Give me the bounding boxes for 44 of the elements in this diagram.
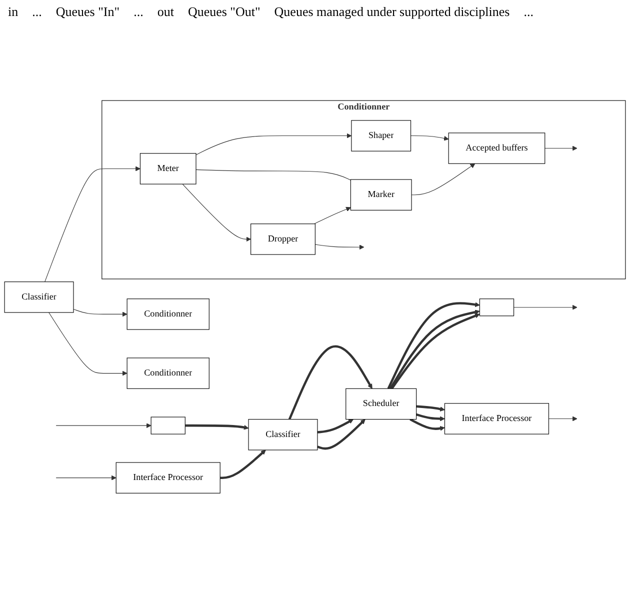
arrow [544, 145, 578, 150]
arrow [196, 132, 352, 155]
process-box: Classifier [4, 281, 74, 312]
process-box: Scheduler [346, 388, 417, 420]
note-text: Queues managed under supported disciplines [274, 4, 510, 20]
arrow [410, 418, 445, 431]
empty-box [150, 416, 186, 434]
note-text: out [157, 4, 174, 20]
arrow [314, 244, 364, 250]
note-text: Queues "Out" [188, 4, 260, 20]
process-box: Dropper [250, 223, 316, 254]
process-box: Interface Processor [444, 402, 550, 434]
note-text: ... [524, 4, 534, 20]
arrow [317, 418, 354, 433]
process-box: Meter [140, 152, 196, 184]
arrow [411, 163, 476, 195]
note-text: in [8, 4, 18, 20]
arrow [56, 474, 116, 480]
process-box: Marker [350, 178, 412, 210]
arrow [48, 312, 128, 376]
arrow [314, 206, 351, 224]
arrow [288, 344, 372, 420]
arrow [44, 166, 140, 282]
process-box: Conditionner [126, 357, 210, 389]
arrow [548, 416, 578, 421]
process-box: Classifier [248, 418, 318, 450]
arrow [220, 449, 266, 479]
note-text: ... [32, 4, 42, 20]
note-text: ... [134, 4, 144, 20]
process-box: Interface Processor [116, 462, 220, 494]
arrow [416, 404, 445, 412]
arrow [56, 422, 152, 428]
process-box: Accepted buffers [448, 132, 546, 164]
note-text: Queues "In" [56, 4, 120, 20]
process-box: Conditionner [126, 298, 210, 330]
arrow [185, 424, 249, 430]
arrow [317, 418, 366, 450]
arrow [182, 183, 252, 242]
arrow [73, 308, 128, 316]
arrow [416, 413, 445, 421]
arrow [410, 135, 449, 140]
arrow [514, 304, 578, 310]
empty-box [479, 298, 514, 316]
process-box: Shaper [351, 120, 412, 152]
